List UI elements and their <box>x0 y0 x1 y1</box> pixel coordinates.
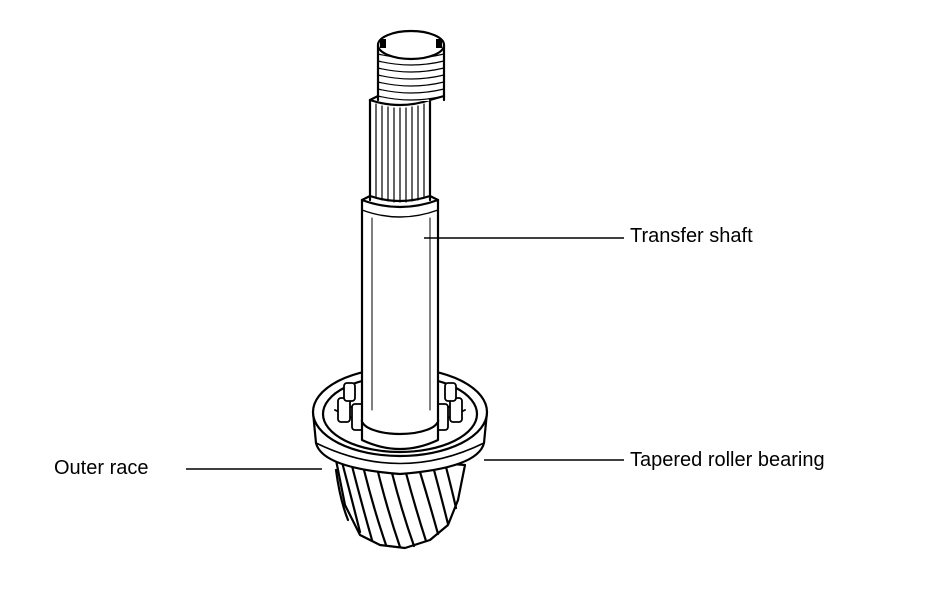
transfer-shaft-label: Transfer shaft <box>630 225 753 247</box>
shaft-splines <box>360 98 440 203</box>
pinion-gear <box>333 453 467 550</box>
tapered-roller-bearing-label: Tapered roller bearing <box>630 449 825 471</box>
outer-race-label: Outer race <box>54 457 149 479</box>
threaded-end <box>368 29 446 102</box>
shaft-body <box>360 198 440 424</box>
